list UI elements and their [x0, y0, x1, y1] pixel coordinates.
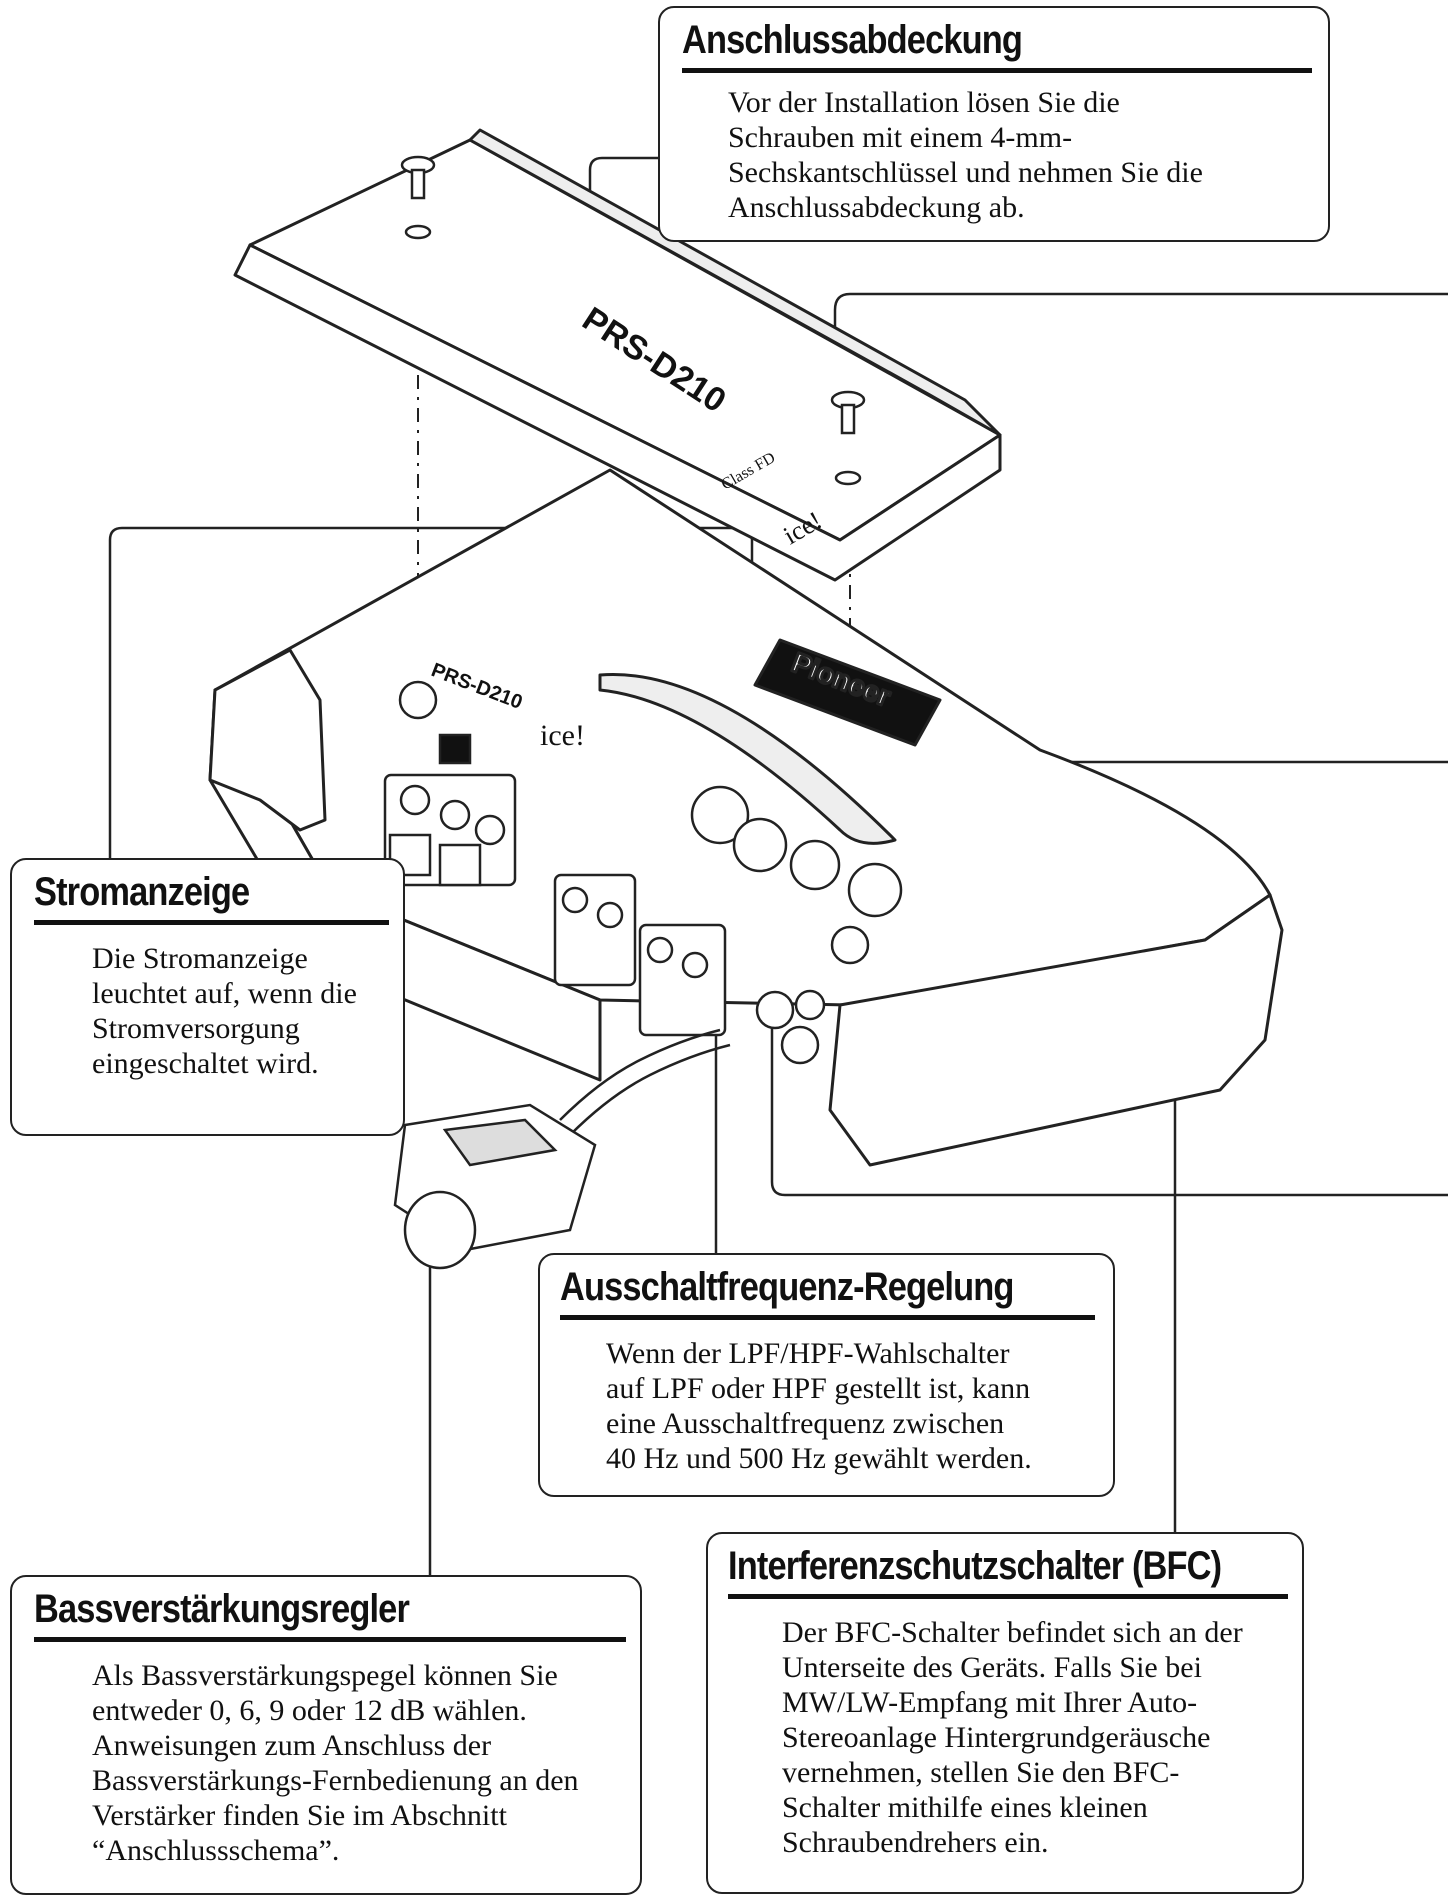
callout-text: Vor der Installation lösen Sie die Schra… [728, 86, 1203, 224]
callout-text: Die Stromanzeige leuchtet auf, wenn die … [92, 942, 357, 1080]
cover-edge [233, 243, 1002, 582]
screw-hole-front [830, 925, 870, 965]
callout-rule [728, 1594, 1288, 1599]
callout-bass: Bassverstärkungsregler Als Bassverstärku… [10, 1575, 642, 1895]
rca-jack [780, 1025, 820, 1065]
brand-plate [753, 638, 942, 747]
callout-bfc: Interferenzschutzschalter (BFC) Der BFC-… [706, 1532, 1304, 1894]
callout-rule [560, 1315, 1095, 1320]
callout-title: Interferenzschutzschalter (BFC) [728, 1544, 1222, 1588]
callout-rule [682, 68, 1312, 73]
rca-jack [755, 990, 795, 1030]
callout-title: Bassverstärkungsregler [34, 1587, 410, 1631]
callout-rule [34, 920, 389, 925]
leader-right-top [833, 292, 1448, 470]
speaker-terminals [383, 773, 826, 1065]
power-indicator [438, 733, 472, 765]
amp-left-end [208, 648, 327, 832]
callout-text: Der BFC-Schalter befindet sich an der Un… [782, 1616, 1243, 1859]
rca-jack [794, 989, 826, 1021]
terminal-cover: PRS-D210 Class FD ice! [233, 128, 1002, 582]
cover-lip [468, 128, 1002, 437]
leader-cover [588, 156, 660, 210]
cutoff-knob [690, 785, 750, 845]
bass-remote [393, 1028, 731, 1270]
callout-title: Anschlussabdeckung [682, 18, 1023, 62]
callout-cover: Anschlussabdeckung Vor der Installation … [658, 6, 1330, 242]
callout-cutoff: Ausschaltfrequenz-Regelung Wenn der LPF/… [538, 1253, 1115, 1497]
callout-power: Stromanzeige Die Stromanzeige leuchtet a… [10, 858, 405, 1136]
callout-title: Ausschaltfrequenz-Regelung [560, 1265, 1014, 1309]
callout-text: Wenn der LPF/HPF-Wahlschalter auf LPF od… [606, 1337, 1032, 1475]
callout-rule [34, 1637, 626, 1642]
leader-right-low [770, 860, 1448, 1197]
callout-text: Als Bassverstärkungspegel können Sie ent… [92, 1659, 579, 1867]
amp-right-end [828, 893, 1284, 1167]
front-series-label: ice! [540, 719, 585, 752]
cover-screws [400, 155, 866, 486]
bass-knob-icon [403, 1190, 477, 1270]
amp-groove [598, 672, 897, 845]
callout-title: Stromanzeige [34, 870, 250, 914]
amplifier-body: Pioneer [208, 468, 1284, 1167]
screw-hole-rear [398, 680, 438, 720]
